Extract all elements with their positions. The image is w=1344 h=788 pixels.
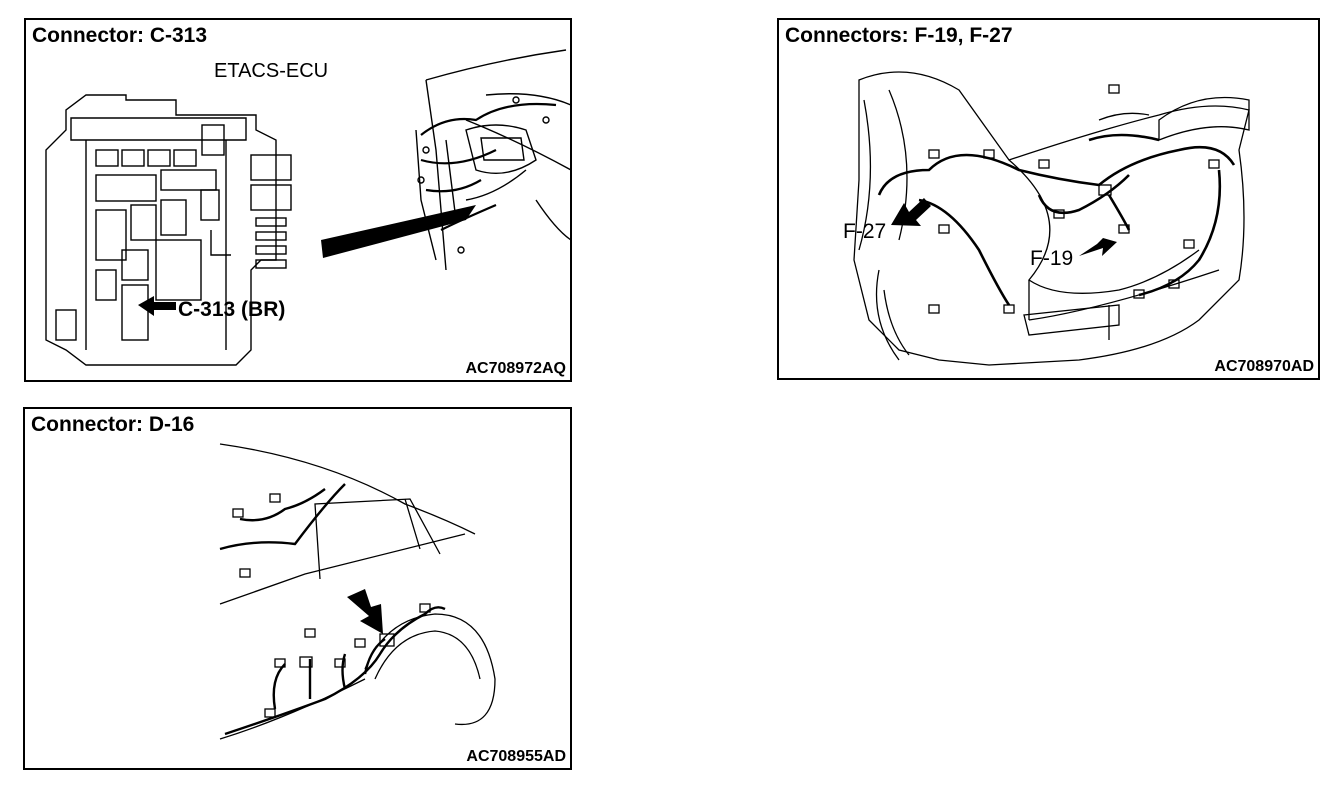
- etacs-ecu-label: ETACS-ECU: [214, 60, 329, 82]
- panel-title: Connector: D-16: [31, 413, 195, 436]
- rear-side-harness-illustration: [219, 443, 496, 740]
- connector-f19-f27-panel: Connectors: F-19, F-27 F-27 F-19 AC70897…: [777, 18, 1320, 380]
- panel-title: Connectors: F-19, F-27: [785, 24, 1013, 47]
- f27-callout-label: F-27: [843, 220, 887, 243]
- etacs-ecu-illustration: [45, 49, 570, 366]
- figure-code: AC708955AD: [466, 748, 566, 765]
- figure-code: AC708972AQ: [465, 360, 567, 377]
- figure-code: AC708970AD: [1214, 358, 1314, 375]
- connector-c313-panel: Connector: C-313 ETACS-ECU C-313 (BR) AC…: [24, 18, 572, 382]
- connector-d16-panel: Connector: D-16 AC708955AD: [23, 407, 572, 770]
- c313-callout-label: C-313 (BR): [178, 298, 286, 321]
- f19-callout-label: F-19: [1030, 247, 1074, 270]
- panel-title: Connector: C-313: [32, 24, 208, 47]
- trunk-harness-illustration: [853, 71, 1250, 366]
